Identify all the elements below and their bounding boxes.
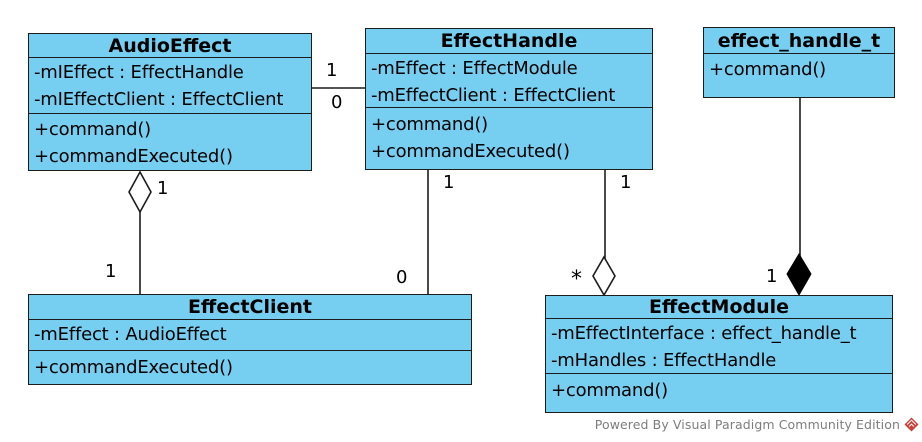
operation: +command() <box>371 114 488 135</box>
operations-compartment: +command() <box>546 374 892 412</box>
multiplicity-label-effecthandle-effectclient-target: 0 <box>396 267 408 288</box>
operations-compartment: +commandExecuted() <box>29 351 471 384</box>
multiplicity-label-effecthandle-effectclient-source: 1 <box>443 172 455 193</box>
attribute: -mHandles : EffectHandle <box>551 350 777 371</box>
class-name: AudioEffect <box>29 34 311 58</box>
class-box-effecthandle: EffectHandle -mEffect : EffectModule -mE… <box>365 28 653 170</box>
operation: +command() <box>551 380 668 401</box>
attribute: -mEffectInterface : effect_handle_t <box>551 323 857 344</box>
multiplicity-label-effecthandle-effectmodule-source: 1 <box>620 172 632 193</box>
class-name: EffectClient <box>29 295 471 320</box>
attributes-compartment: -mEffect : AudioEffect <box>29 320 471 351</box>
attributes-compartment: -mIEffect : EffectHandle -mIEffectClient… <box>29 58 311 114</box>
class-name: EffectHandle <box>366 29 652 54</box>
attribute: -mIEffectClient : EffectClient <box>34 89 284 110</box>
aggregation-diamond-audioeffect <box>128 170 152 214</box>
attribute: -mEffectClient : EffectClient <box>371 85 616 106</box>
operation: +commandExecuted() <box>34 357 233 378</box>
multiplicity-label-effecthandle-effectmodule-target: * <box>571 267 582 292</box>
composition-diamond-effectmodule <box>786 253 812 297</box>
multiplicity-label-audioeffect-aggregation-source: 1 <box>157 178 169 199</box>
attributes-compartment: -mEffectInterface : effect_handle_t -mHa… <box>546 319 892 374</box>
class-box-effectclient: EffectClient -mEffect : AudioEffect +com… <box>28 294 472 385</box>
multiplicity-label-audioeffect-effecthandle-source: 1 <box>326 60 338 81</box>
operations-compartment: +command() +commandExecuted() <box>29 114 311 170</box>
vp-watermark: Powered By Visual Paradigm Community Edi… <box>595 417 919 432</box>
class-name: effect_handle_t <box>704 28 894 54</box>
operations-compartment: +command() +commandExecuted() <box>366 108 652 169</box>
operation: +command() <box>34 119 151 140</box>
class-box-audioeffect: AudioEffect -mIEffect : EffectHandle -mI… <box>28 33 312 171</box>
attribute: -mIEffect : EffectHandle <box>34 62 244 83</box>
class-box-effectmodule: EffectModule -mEffectInterface : effect_… <box>545 295 893 413</box>
attribute: -mEffect : EffectModule <box>371 58 578 79</box>
visual-paradigm-logo-icon <box>904 417 919 432</box>
multiplicity-label-audioeffect-effectclient-target: 1 <box>105 261 117 282</box>
multiplicity-label-effecthandlet-effectmodule-target: 1 <box>766 266 778 287</box>
attributes-compartment: -mEffect : EffectModule -mEffectClient :… <box>366 54 652 108</box>
watermark-text: Powered By Visual Paradigm Community Edi… <box>594 417 900 432</box>
attribute: -mEffect : AudioEffect <box>34 324 227 345</box>
operation: +commandExecuted() <box>34 146 233 167</box>
operations-compartment: +command() <box>704 54 894 97</box>
operation: +commandExecuted() <box>371 141 570 162</box>
multiplicity-label-audioeffect-effecthandle-target: 0 <box>331 92 343 113</box>
class-name: EffectModule <box>546 296 892 319</box>
operation: +command() <box>709 59 826 80</box>
class-box-effect-handle-t: effect_handle_t +command() <box>703 27 895 98</box>
aggregation-diamond-effectmodule <box>592 255 616 297</box>
